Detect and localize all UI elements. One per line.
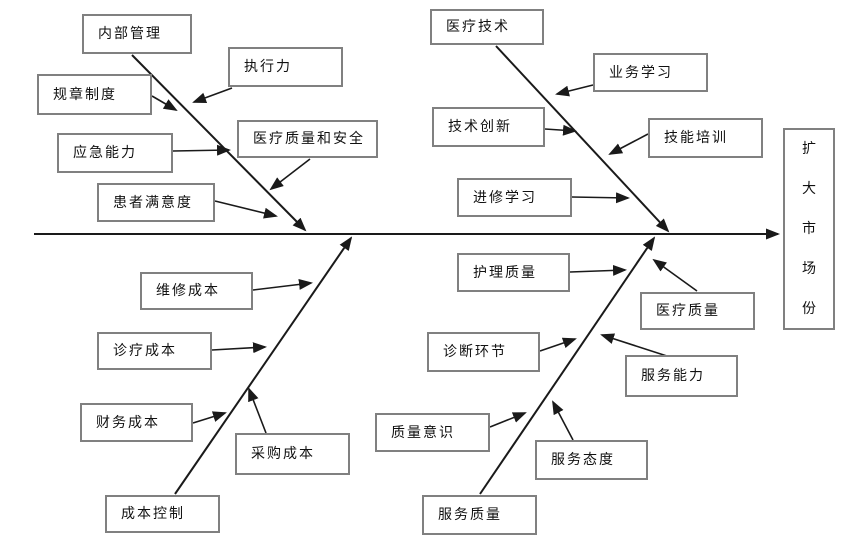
node-service-capability: 服务能力 bbox=[625, 355, 738, 397]
node-patient-satisfaction: 患者满意度 bbox=[97, 183, 215, 222]
arrow-skills-training bbox=[608, 133, 649, 155]
arrow-patient-satisfaction bbox=[214, 200, 278, 219]
arrow-emergency-capability bbox=[172, 144, 231, 156]
bone-top-right bbox=[495, 45, 670, 233]
arrow-quality-awareness bbox=[489, 412, 527, 428]
node-execution: 执行力 bbox=[228, 47, 343, 87]
node-diagnosis-process: 诊断环节 bbox=[427, 332, 540, 372]
node-quality-awareness: 质量意识 bbox=[375, 413, 490, 452]
arrow-treatment-cost bbox=[211, 342, 267, 354]
node-procurement-cost: 采购成本 bbox=[235, 433, 350, 475]
node-cost-control: 成本控制 bbox=[105, 495, 220, 533]
node-maintenance-cost: 维修成本 bbox=[140, 272, 253, 310]
arrow-financial-cost bbox=[192, 411, 227, 424]
arrow-service-capability bbox=[600, 333, 671, 358]
node-medical-quality: 医疗质量 bbox=[640, 292, 755, 330]
node-rules-regulations: 规章制度 bbox=[37, 74, 152, 115]
node-service-quality: 服务质量 bbox=[422, 495, 537, 535]
arrow-service-attitude bbox=[552, 400, 574, 441]
arrow-medical-quality bbox=[652, 258, 698, 292]
node-skills-training: 技能培训 bbox=[648, 118, 763, 158]
arrow-maintenance-cost bbox=[252, 278, 313, 291]
bone-bottom-right bbox=[479, 236, 656, 495]
node-treatment-cost: 诊疗成本 bbox=[97, 332, 212, 370]
arrow-execution bbox=[192, 87, 233, 104]
arrow-technical-innovation bbox=[544, 124, 577, 136]
node-medical-technology: 医疗技术 bbox=[430, 9, 544, 45]
arrow-business-learning bbox=[555, 84, 594, 97]
node-technical-innovation: 技术创新 bbox=[432, 107, 545, 147]
arrow-rules-regulations bbox=[151, 95, 178, 112]
arrow-diagnosis-process bbox=[539, 337, 577, 352]
bone-top-left bbox=[131, 54, 307, 232]
node-service-attitude: 服务态度 bbox=[535, 440, 648, 480]
arrow-procurement-cost bbox=[248, 387, 267, 434]
node-financial-cost: 财务成本 bbox=[80, 403, 193, 442]
node-medical-quality-safety: 医疗质量和安全 bbox=[237, 120, 378, 158]
node-further-study: 进修学习 bbox=[457, 178, 572, 217]
bone-bottom-left bbox=[174, 236, 353, 495]
arrow-medical-quality-safety bbox=[269, 158, 311, 191]
arrow-further-study bbox=[571, 192, 630, 204]
arrow-nursing-quality bbox=[569, 264, 627, 276]
node-internal-management: 内部管理 bbox=[82, 14, 192, 54]
node-goal: 扩大市场份 bbox=[783, 128, 835, 330]
node-emergency-capability: 应急能力 bbox=[57, 133, 173, 173]
node-business-learning: 业务学习 bbox=[593, 53, 708, 92]
node-nursing-quality: 护理质量 bbox=[457, 253, 570, 292]
goal-label: 扩大市场份 bbox=[802, 141, 816, 317]
